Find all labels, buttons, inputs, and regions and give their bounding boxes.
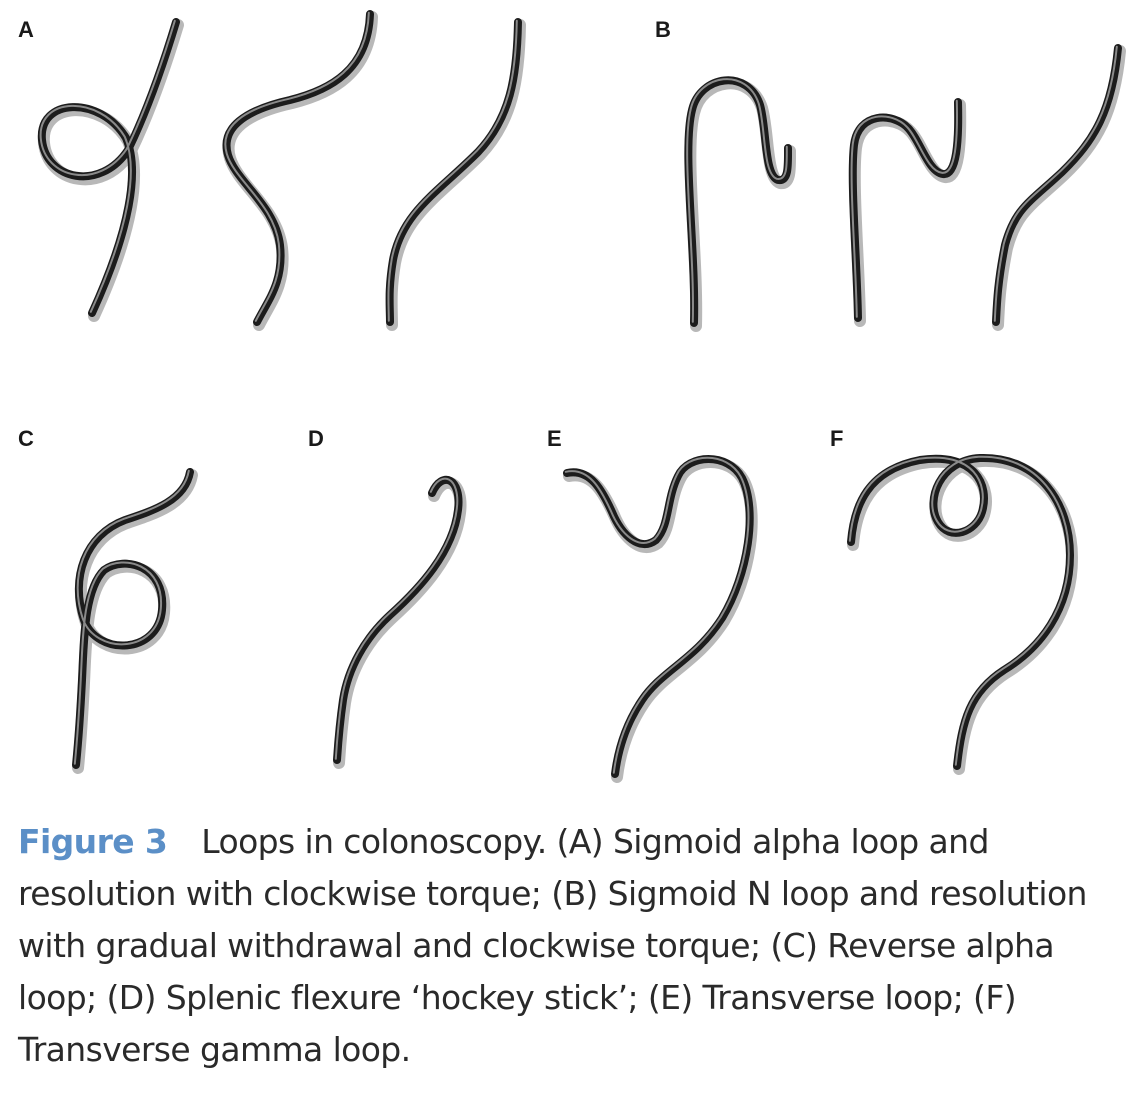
- n-loop-tube: [684, 76, 793, 327]
- loops-diagram: A B C D E F: [18, 10, 1126, 783]
- intermediate-scope-tube: [222, 10, 374, 326]
- panel-b-straightened-scope: [992, 44, 1126, 331]
- panel-f-gamma-loop: [847, 453, 1078, 775]
- tube-shadow: [333, 477, 467, 769]
- panel-c-reverse-alpha-loop: [72, 468, 198, 774]
- tube-highlight: [686, 78, 788, 323]
- tube-highlight: [387, 19, 518, 322]
- tube-highlight: [993, 45, 1118, 322]
- panel-a-intermediate-scope: [222, 10, 378, 331]
- tube-shadow: [684, 77, 797, 332]
- figure-number: Figure 3: [18, 822, 168, 861]
- straightened-scope-tube: [385, 18, 522, 326]
- panel-b-n-loop: [684, 76, 797, 332]
- panel-e-transverse-loop: [563, 455, 758, 783]
- tube-highlight: [850, 99, 959, 318]
- n-loop-straightened-tube: [992, 44, 1122, 326]
- tube-highlight: [73, 469, 190, 765]
- panel-label-c: C: [18, 426, 34, 451]
- panel-label-b: B: [655, 17, 671, 42]
- tube-shadow: [992, 45, 1126, 331]
- panel-a-alpha-loop: [37, 18, 184, 322]
- tube-highlight: [564, 456, 750, 774]
- panel-label-d: D: [308, 426, 324, 451]
- gamma-loop-tube: [847, 453, 1074, 770]
- tube-highlight: [848, 455, 1070, 766]
- tube-highlight: [224, 11, 370, 322]
- caption-text: Loops in colonoscopy. (A) Sigmoid alpha …: [18, 822, 1087, 1069]
- panel-d-hockey-stick: [333, 476, 467, 769]
- tube-highlight: [334, 477, 459, 760]
- alpha-loop-tube: [37, 18, 180, 317]
- panel-b-intermediate-scope: [848, 98, 967, 327]
- panel-label-e: E: [547, 426, 562, 451]
- tube-highlight: [39, 19, 176, 313]
- tube-shadow: [848, 99, 967, 327]
- transverse-loop-tube: [563, 455, 754, 778]
- panel-a-straightened-scope: [385, 18, 526, 331]
- reverse-alpha-loop-tube: [72, 468, 194, 769]
- panel-label-f: F: [830, 426, 843, 451]
- panel-label-a: A: [18, 17, 34, 42]
